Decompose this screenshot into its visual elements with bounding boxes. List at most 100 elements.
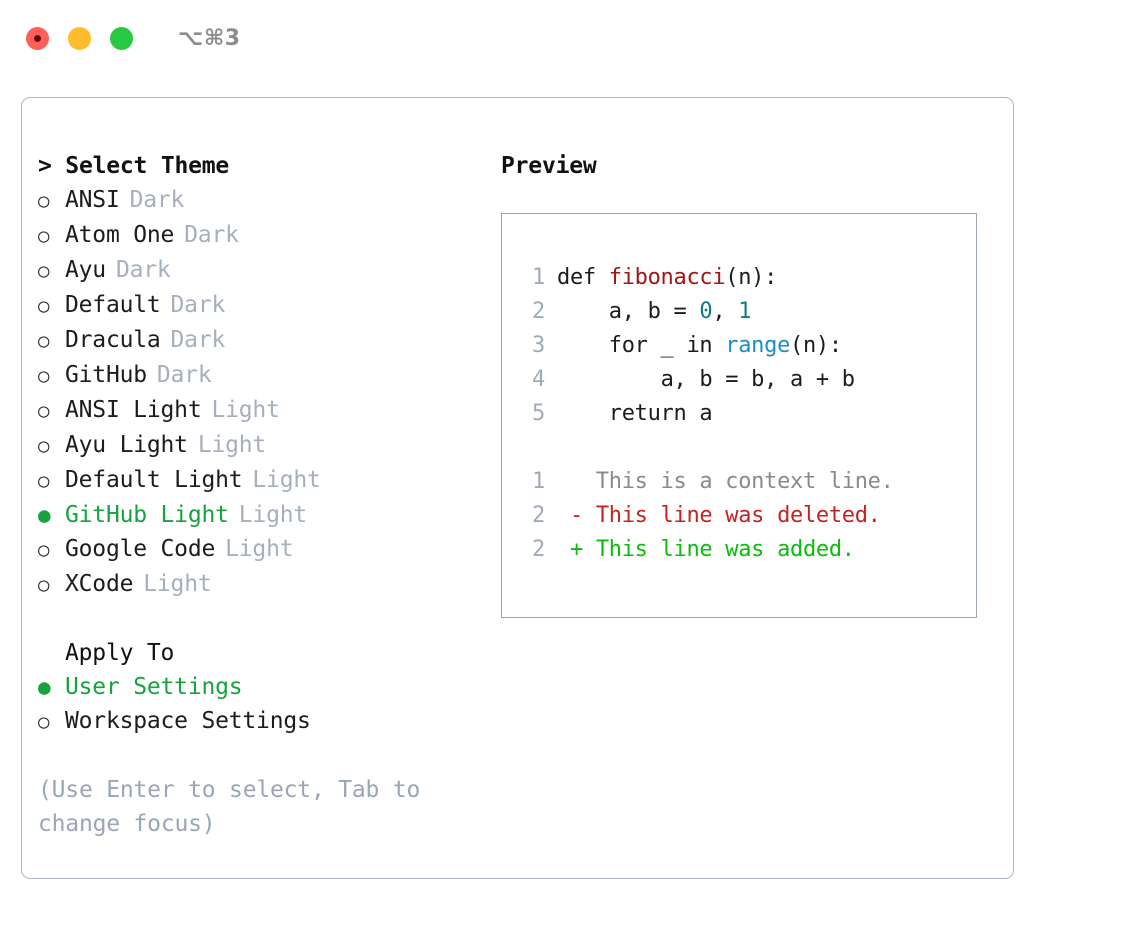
theme-option-default-light[interactable]: ○ Default Light Light [38, 463, 490, 498]
theme-option-name: Ayu [65, 257, 106, 283]
theme-option-atom-one[interactable]: ○ Atom One Dark [38, 218, 490, 253]
token-plain: for _ in [608, 333, 726, 358]
radio-unselected-icon: ○ [38, 260, 50, 282]
radio-unselected-icon: ○ [38, 711, 50, 733]
theme-option-kind: Dark [115, 257, 171, 283]
keyboard-shortcut-label: ⌥⌘3 [178, 25, 241, 51]
code-line: 5 return a [517, 397, 976, 431]
token-plain: a, b = [608, 299, 700, 324]
theme-option-dracula[interactable]: ○ Dracula Dark [38, 323, 490, 358]
token-plain: , [712, 299, 739, 324]
token-number: 0 [699, 299, 713, 324]
radio-unselected-icon: ○ [38, 330, 50, 352]
token-plain: a, b = b, a + b [660, 367, 855, 392]
radio-unselected-icon: ○ [38, 435, 50, 457]
diff-line-number: 1 [532, 469, 545, 494]
radio-unselected-icon: ○ [38, 400, 50, 422]
theme-option-ayu[interactable]: ○ Ayu Dark [38, 253, 490, 288]
theme-option-kind: Dark [129, 187, 185, 213]
theme-option-name: ANSI Light [65, 397, 202, 423]
diff-line-text: + This line was added. [557, 537, 855, 562]
theme-option-kind: Dark [156, 362, 212, 388]
theme-option-kind: Light [252, 467, 321, 493]
apply-to-option-workspace-settings[interactable]: ○Workspace Settings [38, 704, 490, 739]
theme-option-kind: Light [225, 536, 294, 562]
theme-option-name: Default Light [65, 467, 243, 493]
radio-unselected-icon: ○ [38, 574, 50, 596]
code-diff-spacer [517, 431, 976, 465]
theme-option-name: Atom One [65, 222, 175, 248]
theme-option-name: XCode [65, 571, 134, 597]
diff-line-ctx: 1 This is a context line. [517, 465, 976, 499]
token-plain: return a [608, 401, 713, 426]
code-line-text: return a [557, 397, 713, 431]
zoom-button-icon[interactable] [110, 26, 133, 50]
code-line: 1 def fibonacci(n): [517, 261, 976, 295]
diff-sample: 1 This is a context line.2 - This line w… [517, 465, 976, 567]
section-spacer [38, 602, 490, 636]
code-line-text: def fibonacci(n): [557, 261, 777, 295]
token-function: fibonacci [608, 265, 726, 290]
theme-option-kind: Light [143, 571, 212, 597]
code-line-number: 4 [532, 367, 545, 392]
token-plain: def [557, 265, 609, 290]
radio-unselected-icon: ○ [38, 470, 50, 492]
radio-unselected-icon: ○ [38, 225, 50, 247]
code-line: 4 a, b = b, a + b [517, 363, 976, 397]
apply-to-header: Apply To [65, 640, 175, 666]
token-number: 1 [738, 299, 752, 324]
select-theme-header: > Select Theme [38, 153, 230, 179]
theme-option-ayu-light[interactable]: ○ Ayu Light Light [38, 428, 490, 463]
radio-selected-icon: ● [38, 503, 51, 527]
diff-line-text: - This line was deleted. [557, 503, 881, 528]
theme-option-name: Dracula [65, 327, 161, 353]
title-bar: ⌥⌘3 [0, 0, 1140, 76]
diff-line-del: 2 - This line was deleted. [517, 499, 976, 533]
keyboard-hint-text: (Use Enter to select, Tab to change focu… [38, 777, 421, 837]
theme-option-kind: Dark [184, 222, 239, 248]
radio-unselected-icon: ○ [38, 539, 50, 561]
theme-option-kind: Light [211, 397, 280, 423]
theme-option-xcode[interactable]: ○ XCode Light [38, 567, 490, 602]
theme-option-kind: Light [197, 432, 267, 458]
code-line-text: a, b = b, a + b [557, 363, 855, 397]
radio-unselected-icon: ○ [38, 365, 50, 387]
theme-option-name: Ayu Light [65, 432, 188, 458]
diff-line-number: 2 [532, 503, 545, 528]
code-line: 2 a, b = 0, 1 [517, 295, 976, 329]
theme-option-github-light[interactable]: ● GitHub Light Light [38, 498, 490, 532]
close-button-icon[interactable] [26, 26, 49, 50]
code-line-number: 1 [532, 265, 545, 290]
theme-option-name: ANSI [65, 187, 120, 213]
theme-option-name: Google Code [65, 536, 216, 562]
window-controls [26, 26, 133, 50]
code-line: 3 for _ in range(n): [517, 329, 976, 363]
theme-option-kind: Light [238, 502, 308, 528]
code-line-number: 5 [532, 401, 545, 426]
code-line-number: 2 [532, 299, 545, 324]
minimize-button-icon[interactable] [68, 26, 91, 50]
theme-option-kind: Dark [170, 327, 226, 353]
diff-line-add: 2 + This line was added. [517, 533, 976, 567]
theme-option-google-code[interactable]: ○ Google Code Light [38, 532, 490, 567]
apply-to-option-list: ●User Settings○Workspace Settings [38, 670, 490, 739]
token-plain: (n): [790, 333, 842, 358]
token-keyword: range [725, 333, 791, 358]
theme-option-ansi-light[interactable]: ○ ANSI Light Light [38, 393, 490, 428]
theme-option-name: GitHub Light [65, 502, 229, 528]
diff-line-number: 2 [532, 537, 545, 562]
preview-title: Preview [501, 153, 597, 179]
token-plain: (n): [725, 265, 778, 290]
theme-option-kind: Dark [170, 292, 226, 318]
apply-to-option-user-settings[interactable]: ●User Settings [38, 670, 490, 704]
